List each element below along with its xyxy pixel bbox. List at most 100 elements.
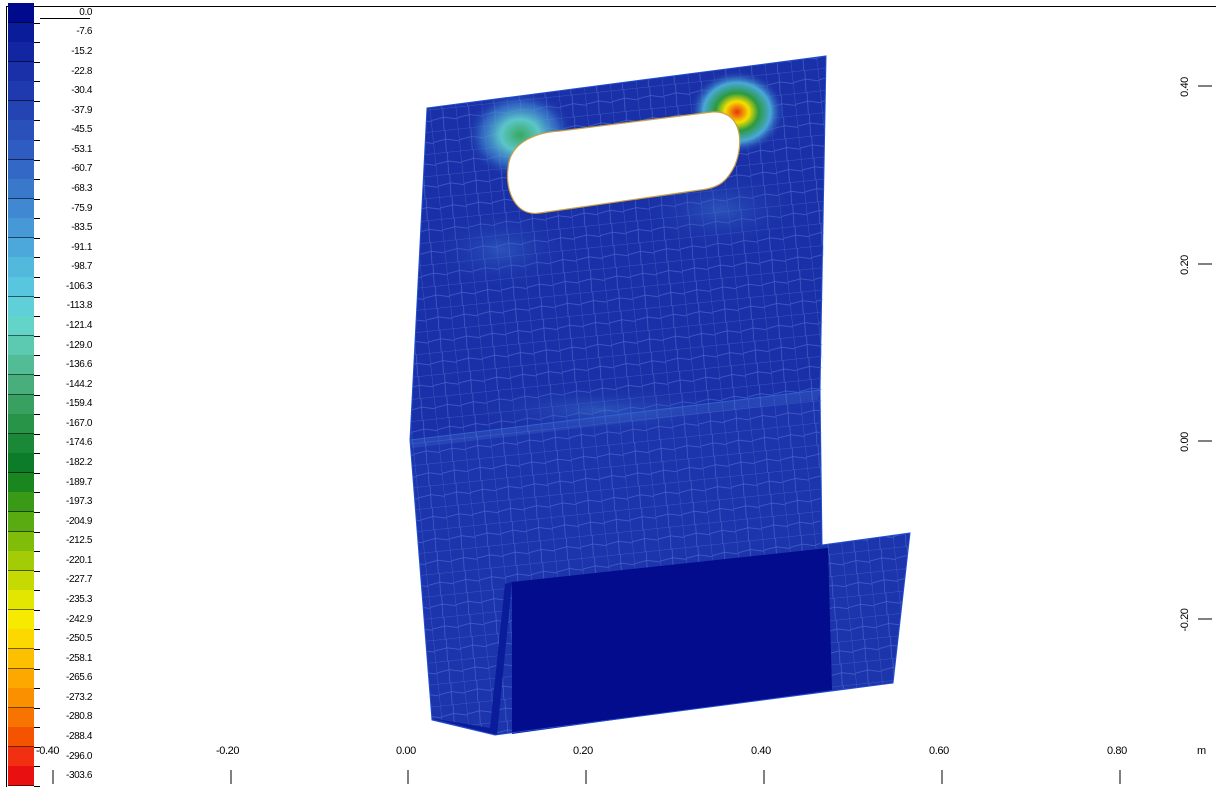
legend-tick xyxy=(34,551,40,553)
legend-value-label: -303.6 xyxy=(66,770,92,782)
legend-swatch xyxy=(8,648,34,670)
legend-swatch xyxy=(8,668,34,689)
legend-swatch xyxy=(8,746,34,767)
legend-value-label: -53.1 xyxy=(71,143,92,155)
legend-value-label: -265.6 xyxy=(66,672,92,684)
legend-swatch xyxy=(8,570,34,591)
x-unit-label: m xyxy=(1197,745,1206,757)
x-tick-label: 0.20 xyxy=(573,745,593,757)
legend-value-label: -296.0 xyxy=(66,750,92,762)
legend-tick xyxy=(34,707,40,709)
legend-value-label: -182.2 xyxy=(66,457,92,468)
legend-swatch xyxy=(8,355,34,376)
legend-value-label: -144.2 xyxy=(66,378,92,390)
legend-swatch xyxy=(8,453,34,474)
legend-tick xyxy=(34,296,40,298)
color-legend-bar xyxy=(8,3,34,787)
legend-tick xyxy=(34,355,40,357)
legend-tick xyxy=(34,766,40,768)
legend-tick xyxy=(34,198,40,200)
legend-value-label: -45.5 xyxy=(71,124,92,136)
legend-value-label: -121.4 xyxy=(66,319,92,331)
legend-value-label: -83.5 xyxy=(71,222,92,234)
legend-swatch xyxy=(8,374,34,395)
legend-value-label: -129.0 xyxy=(66,339,92,351)
plot-frame xyxy=(6,6,1216,787)
legend-swatch xyxy=(8,590,34,611)
legend-value-label: -280.8 xyxy=(66,711,92,723)
legend-tick xyxy=(34,511,40,513)
legend-tick xyxy=(34,531,40,533)
legend-value-label: -227.7 xyxy=(66,574,92,586)
legend-swatch xyxy=(8,707,34,728)
legend-value-label: -197.3 xyxy=(66,496,92,508)
legend-swatch xyxy=(8,81,34,102)
legend-value-label: -174.6 xyxy=(66,437,92,449)
legend-tick xyxy=(34,374,40,376)
legend-tick xyxy=(34,335,40,337)
x-tick-label: -0.20 xyxy=(216,745,240,757)
legend-value-label: 0.0 xyxy=(79,6,92,18)
legend-tick xyxy=(34,648,40,650)
legend-swatch xyxy=(8,179,34,200)
legend-tick xyxy=(34,140,40,142)
legend-tick xyxy=(34,42,40,44)
legend-swatch xyxy=(8,61,34,82)
y-tick-label: -0.20 xyxy=(1179,608,1191,632)
color-legend-top-rule xyxy=(40,18,90,19)
legend-swatch xyxy=(8,511,34,532)
legend-swatch xyxy=(8,727,34,748)
y-tick-label: 0.20 xyxy=(1179,255,1191,275)
legend-value-label: -288.4 xyxy=(66,731,92,743)
legend-value-label: -37.9 xyxy=(71,104,92,116)
legend-swatch xyxy=(8,609,34,630)
legend-value-label: -91.1 xyxy=(71,241,92,253)
legend-swatch xyxy=(8,433,34,454)
y-axis-ticks xyxy=(1198,85,1212,620)
legend-value-label: -113.8 xyxy=(66,300,93,312)
legend-swatch xyxy=(8,237,34,258)
x-axis-ticks xyxy=(52,770,1121,784)
legend-tick xyxy=(34,590,40,592)
legend-value-label: -7.6 xyxy=(76,26,92,38)
legend-swatch xyxy=(8,3,34,24)
legend-tick xyxy=(34,257,40,259)
legend-value-label: -75.9 xyxy=(71,202,92,214)
legend-tick xyxy=(34,668,40,670)
legend-tick xyxy=(34,394,40,396)
legend-tick xyxy=(34,746,40,748)
y-tick-label: 0.40 xyxy=(1179,77,1191,97)
support-block xyxy=(497,548,832,736)
legend-value-label: -220.1 xyxy=(66,554,92,566)
legend-tick xyxy=(34,100,40,102)
legend-swatch xyxy=(8,629,34,650)
legend-value-label: -273.2 xyxy=(66,691,92,703)
legend-swatch xyxy=(8,198,34,219)
legend-tick xyxy=(34,61,40,63)
legend-swatch xyxy=(8,257,34,278)
legend-swatch xyxy=(8,551,34,572)
legend-tick xyxy=(34,433,40,435)
legend-swatch xyxy=(8,472,34,493)
legend-value-label: -15.2 xyxy=(71,45,92,57)
legend-swatch xyxy=(8,394,34,415)
legend-value-label: -68.3 xyxy=(71,182,92,194)
legend-swatch xyxy=(8,218,34,239)
legend-value-label: -204.9 xyxy=(66,515,92,527)
legend-value-label: -235.3 xyxy=(66,594,92,606)
legend-swatch xyxy=(8,42,34,63)
legend-tick xyxy=(34,414,40,416)
legend-swatch xyxy=(8,688,34,709)
legend-tick xyxy=(34,120,40,122)
legend-tick xyxy=(34,179,40,181)
legend-swatch xyxy=(8,316,34,337)
y-tick-label: 0.00 xyxy=(1179,432,1191,452)
legend-swatch xyxy=(8,531,34,552)
legend-swatch xyxy=(8,296,34,317)
x-tick-label: -0.40 xyxy=(36,745,60,757)
legend-swatch xyxy=(8,120,34,141)
legend-tick xyxy=(34,316,40,318)
legend-tick xyxy=(34,472,40,474)
legend-tick xyxy=(34,277,40,279)
